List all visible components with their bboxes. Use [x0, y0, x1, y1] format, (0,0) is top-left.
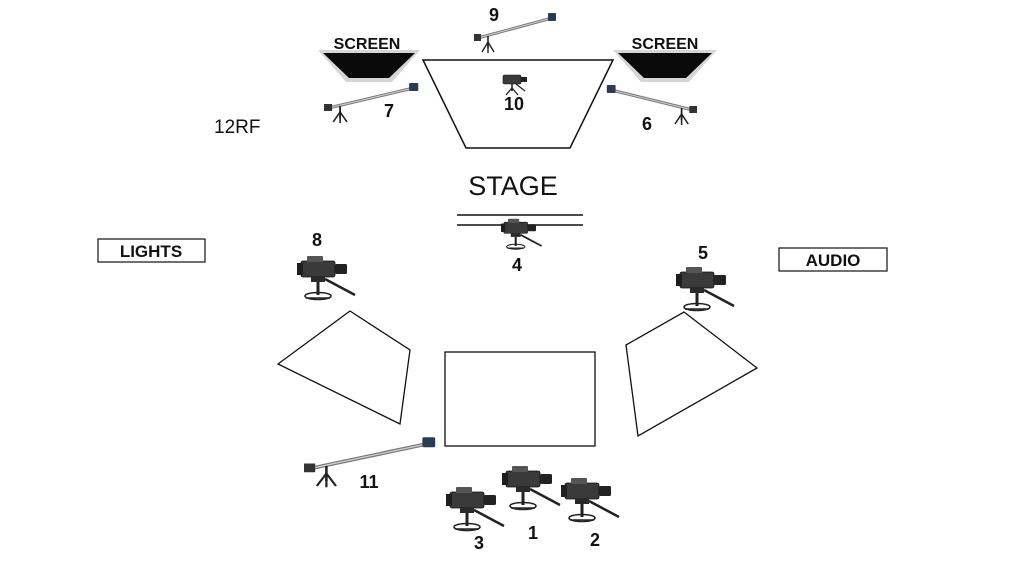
seating-right	[625, 311, 759, 438]
camera-7[interactable]: 7	[322, 81, 421, 125]
camera-1[interactable]: 1	[500, 464, 562, 543]
camera-6-number: 6	[642, 114, 652, 134]
camera-8-number: 8	[312, 230, 322, 250]
camera-3[interactable]: 3	[444, 485, 506, 553]
camera-2[interactable]: 2	[559, 476, 621, 550]
lights-zone: LIGHTS	[97, 238, 206, 263]
camera-5[interactable]: 5	[674, 243, 736, 312]
studio-camera-icon	[500, 464, 562, 511]
camera-9-number: 9	[489, 5, 499, 25]
seating-left	[276, 310, 411, 425]
camera-10[interactable]: 10	[502, 74, 528, 114]
audio-label: AUDIO	[806, 251, 861, 270]
screen-left: SCREEN	[318, 36, 420, 82]
camera-8[interactable]: 8	[295, 230, 357, 301]
studio-camera-icon	[674, 265, 736, 312]
seating-center	[444, 351, 596, 447]
camera-1-number: 1	[528, 523, 538, 543]
camera-5-number: 5	[698, 243, 708, 263]
camera-11[interactable]: 11	[304, 437, 435, 492]
studio-camera-icon	[444, 485, 506, 532]
screen-right: SCREEN	[613, 36, 717, 82]
lights-label: LIGHTS	[120, 242, 182, 261]
audio-zone: AUDIO	[778, 247, 888, 272]
camera-4[interactable]: 4	[499, 217, 543, 275]
screen-right-label: SCREEN	[632, 36, 699, 53]
studio-camera-icon	[559, 476, 621, 523]
jib-crane-icon	[472, 11, 558, 55]
stage-label: STAGE	[468, 171, 558, 201]
camera-3-number: 3	[474, 533, 484, 553]
screen-left-label: SCREEN	[334, 36, 401, 53]
studio-camera-icon	[295, 254, 357, 301]
rf-label: 12RF	[214, 117, 260, 138]
camera-7-number: 7	[384, 101, 394, 121]
camera-11-number: 11	[359, 472, 378, 492]
camera-9[interactable]: 9	[472, 5, 558, 55]
camera-6[interactable]: 6	[605, 83, 699, 134]
camera-4-number: 4	[512, 255, 522, 275]
camera-2-number: 2	[590, 530, 600, 550]
stage-platform	[421, 59, 615, 149]
jib-crane-icon	[322, 81, 421, 125]
studio-camera-icon	[499, 217, 543, 251]
camera-10-number: 10	[504, 94, 524, 114]
